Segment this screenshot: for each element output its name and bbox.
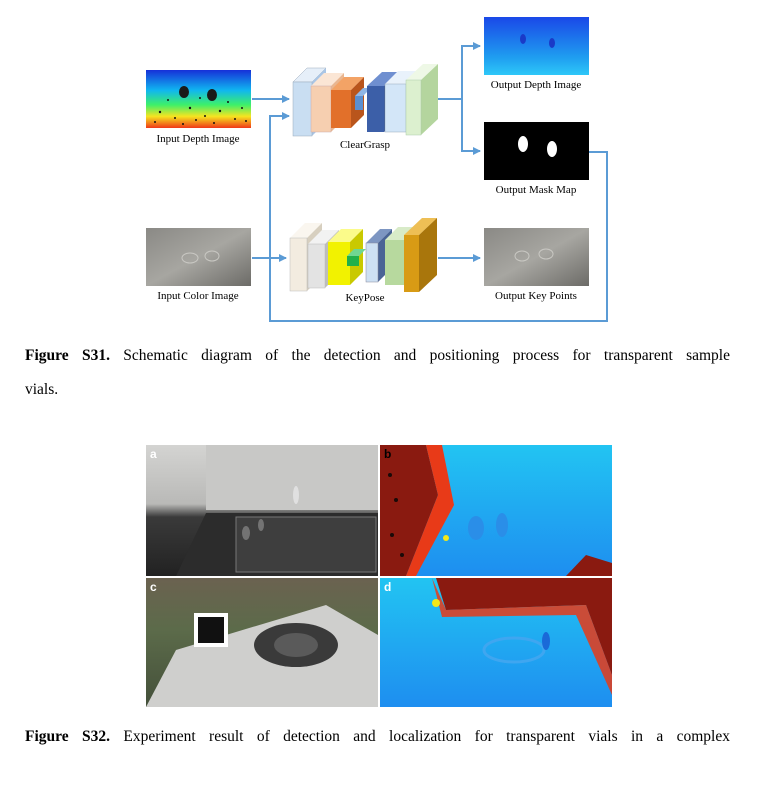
label-cleargrasp: ClearGrasp [339, 139, 391, 151]
label-output-depth-image: Output Depth Image [490, 79, 582, 91]
figure-s32-image-grid [146, 445, 612, 707]
output-depth-image [484, 17, 589, 75]
label-input-color-image: Input Color Image [157, 290, 239, 302]
keypose-layer [347, 249, 366, 266]
cleargrasp-layer [405, 64, 438, 136]
figure-s31-caption-line1: Figure S31. Schematic diagram of the det… [25, 339, 730, 373]
panel-a-photo [146, 445, 378, 576]
output-key-points [484, 228, 589, 286]
label-input-depth-image: Input Depth Image [156, 133, 240, 145]
label-output-mask-map: Output Mask Map [495, 184, 577, 196]
figure-s32-label: Figure S32. [25, 728, 110, 745]
keypose-layer [404, 218, 437, 292]
arrow-color-to-cleargrasp [252, 112, 290, 259]
panel-letter-d: d [384, 580, 392, 594]
cleargrasp-network [292, 64, 438, 137]
figure-s31-caption-text-2: vials. [25, 381, 59, 398]
figure-s31-caption-line2: vials. [25, 373, 730, 407]
input-color-image [146, 228, 251, 286]
figure-s31-label: Figure S31. [25, 347, 110, 364]
arrow-to-output-mask [461, 99, 481, 155]
output-mask-map [484, 122, 589, 180]
flow-arrows [252, 42, 608, 322]
panel-letter-c: c [150, 580, 157, 594]
panel-letter-a: a [150, 447, 157, 461]
figure-s32-caption-line1: Figure S32. Experiment result of detecti… [25, 720, 730, 754]
figure-s31-caption-text: Schematic diagram of the detection and p… [123, 347, 730, 364]
label-keypose: KeyPose [345, 292, 385, 304]
figure-s32-caption-text: Experiment result of detection and local… [123, 728, 730, 745]
cleargrasp-layer [331, 77, 364, 128]
feedback-loop-line [269, 151, 608, 322]
input-depth-image [146, 70, 251, 128]
panel-c-photo [146, 578, 378, 707]
arrow-to-output-depth [461, 42, 481, 99]
panel-b-depth [380, 445, 612, 576]
keypose-network [289, 218, 437, 292]
figure-s31-diagram [146, 17, 608, 322]
label-output-key-points: Output Key Points [495, 290, 577, 302]
panel-letter-b: b [384, 447, 392, 461]
panel-d-depth [380, 578, 612, 707]
